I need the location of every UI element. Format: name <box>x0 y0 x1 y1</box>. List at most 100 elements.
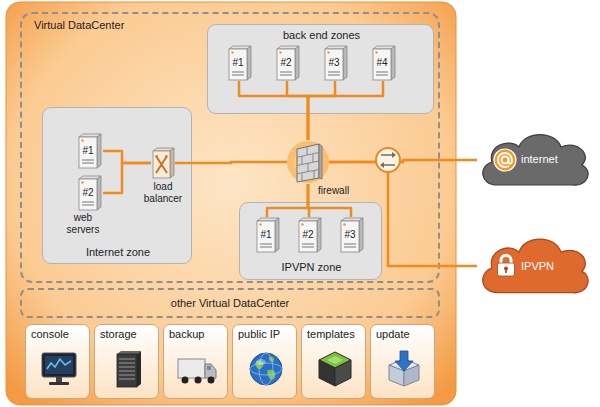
node-label: IPVPN <box>521 260 587 273</box>
node-label: #2 <box>299 229 317 241</box>
globe-icon <box>245 349 287 389</box>
network-link <box>329 162 477 266</box>
network-cloud: IPVPN <box>477 232 592 300</box>
load-balancer-icon <box>151 147 175 179</box>
network-link <box>239 81 308 140</box>
server-box: #1 <box>75 133 103 169</box>
network-cloud: internet <box>477 128 592 192</box>
text-holder: #2 <box>79 187 97 199</box>
text-holder: #4 <box>373 57 391 69</box>
network-link <box>287 81 308 140</box>
text-holder: load balancer <box>139 181 187 204</box>
text-holder: #1 <box>79 145 97 157</box>
text-holder: templates <box>307 328 365 341</box>
truck-icon <box>176 349 218 389</box>
console-icon <box>38 349 80 389</box>
node-label: Internet zone <box>43 246 193 259</box>
network-link <box>308 81 335 140</box>
node-label: firewall <box>318 185 364 197</box>
server-box: #4 <box>369 45 397 81</box>
text-holder: internet <box>521 153 587 166</box>
zone-box: Internet zone #1 #2 load balancer <box>42 107 192 264</box>
server-box: #2 <box>75 175 103 211</box>
text-holder: IPVPN zone <box>240 261 383 274</box>
firewall-icon <box>287 140 329 184</box>
network-link <box>103 151 151 163</box>
server-box: #1 <box>225 45 253 81</box>
node-label: #1 <box>257 229 275 241</box>
server-box: #1 <box>253 217 281 253</box>
node-label: console <box>31 328 89 341</box>
update-icon <box>383 349 425 389</box>
node-label: internet <box>521 153 587 166</box>
server-box: #3 <box>321 45 349 81</box>
node-label: #3 <box>325 57 343 69</box>
node-label: other Virtual DataCenter <box>22 297 438 310</box>
node-label: load balancer <box>139 181 187 204</box>
network-link <box>103 163 151 193</box>
server-box: #2 <box>295 217 323 253</box>
datacenter-region: Virtual DataCenterback end zones #1 #2 #… <box>20 12 440 283</box>
node-label: #1 <box>229 57 247 69</box>
text-holder: backup <box>169 328 227 341</box>
node-label: #2 <box>277 57 295 69</box>
router-symbol <box>376 148 400 172</box>
node-label: #3 <box>341 229 359 241</box>
network-link <box>175 162 287 163</box>
service-tile: public IP <box>232 324 297 399</box>
node-label: templates <box>307 328 365 341</box>
node-label: backup <box>169 328 227 341</box>
text-holder: #3 <box>341 229 359 241</box>
node-label: storage <box>100 328 158 341</box>
text-holder: Virtual DataCenter <box>34 19 234 32</box>
firewall: firewall <box>282 138 364 200</box>
network-link <box>308 81 383 140</box>
text-holder: #2 <box>299 229 317 241</box>
node-label: #1 <box>79 145 97 157</box>
text-holder: #1 <box>229 57 247 69</box>
group-label: web servers <box>58 212 108 235</box>
service-tile: backup <box>163 324 228 399</box>
text-holder: firewall <box>318 185 364 197</box>
load-balancer: load balancer <box>139 147 187 209</box>
storage-icon <box>107 349 149 389</box>
text-holder: update <box>376 328 434 341</box>
server-box: #3 <box>337 217 365 253</box>
padlock-icon <box>495 252 517 278</box>
text-holder: #2 <box>277 57 295 69</box>
text-holder: web servers <box>58 212 108 235</box>
network-link <box>308 184 309 217</box>
text-holder: other Virtual DataCenter <box>22 297 438 310</box>
zone-box: back end zones #1 #2 #3 #4 <box>207 24 434 114</box>
text-holder: storage <box>100 328 158 341</box>
orange-panel <box>6 2 456 405</box>
node-label: Virtual DataCenter <box>34 19 234 32</box>
text-holder: Internet zone <box>43 246 193 259</box>
service-tile: console <box>25 324 90 399</box>
text-holder: back end zones <box>208 29 435 42</box>
zone-box: IPVPN zone #1 #2 #3 <box>239 202 382 280</box>
node-label: update <box>376 328 434 341</box>
network-link <box>329 160 477 162</box>
node-label: #4 <box>373 57 391 69</box>
service-tile: storage <box>94 324 159 399</box>
text-holder: console <box>31 328 89 341</box>
service-tile: update <box>370 324 435 399</box>
text-holder: #3 <box>325 57 343 69</box>
text-holder: public IP <box>238 328 296 341</box>
service-tile: templates <box>301 324 366 399</box>
text-holder: #1 <box>257 229 275 241</box>
at-sign-icon <box>493 148 517 172</box>
server-box: #2 <box>273 45 301 81</box>
datacenter-band: other Virtual DataCenter <box>20 288 440 318</box>
node-label: #2 <box>79 187 97 199</box>
network-link <box>267 184 308 217</box>
network-link <box>308 184 351 217</box>
node-label: IPVPN zone <box>240 261 383 274</box>
text-holder: IPVPN <box>521 260 587 273</box>
node-label: public IP <box>238 328 296 341</box>
node-label: back end zones <box>208 29 435 42</box>
